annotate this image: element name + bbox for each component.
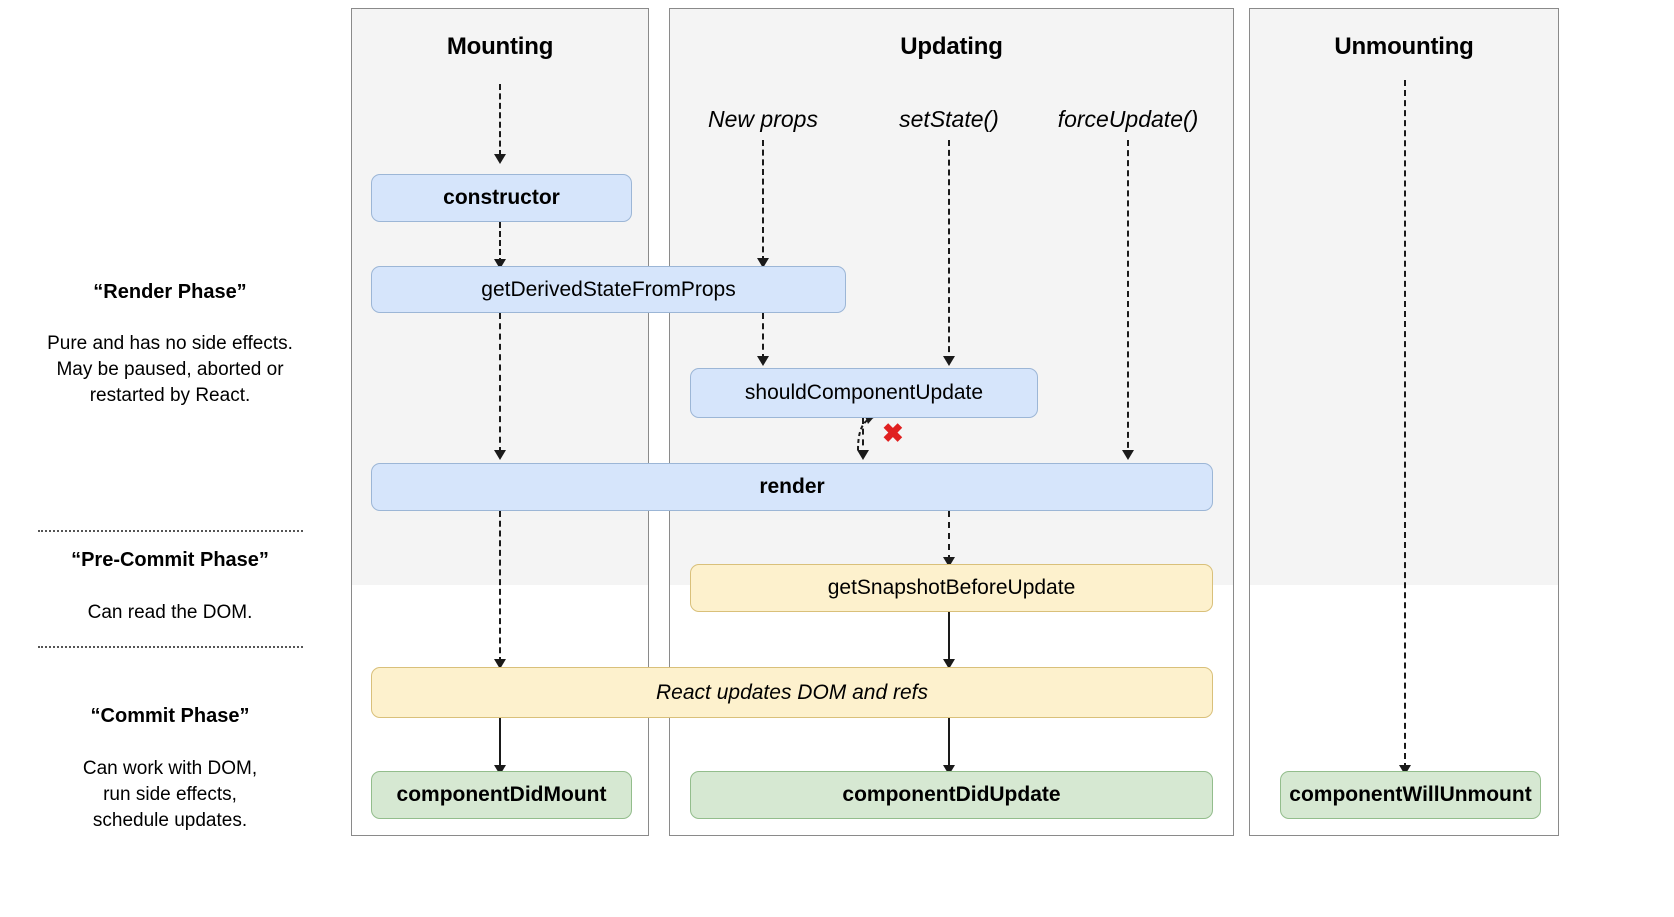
connector-dom-to-did-mount (499, 718, 501, 769)
lifecycle-box-get-derived-state-from-props[interactable]: getDerivedStateFromProps (371, 266, 846, 313)
arrowhead-new-props (757, 258, 769, 268)
phase-title-pre-commit: “Pre-Commit Phase” (71, 549, 269, 571)
phase-divider-top (38, 530, 303, 532)
arrowhead-constructor-to-gdsfp (494, 259, 506, 269)
lifecycle-box-react-updates-dom-and-refs[interactable]: React updates DOM and refs (371, 667, 1213, 718)
lifecycle-box-get-snapshot-before-update[interactable]: getSnapshotBeforeUpdate (690, 564, 1213, 612)
connector-set-state (948, 140, 950, 362)
lifecycle-box-render[interactable]: render (371, 463, 1213, 511)
trigger-label-force-update: forceUpdate() (1057, 106, 1199, 132)
lifecycle-box-constructor[interactable]: constructor (371, 174, 632, 222)
arrowhead-gdsfp-to-render (494, 450, 506, 460)
connector-new-props (762, 140, 764, 262)
lifecycle-box-component-did-mount[interactable]: componentDidMount (371, 771, 632, 819)
arrowhead-force-update (1122, 450, 1134, 460)
lifecycle-box-component-will-unmount[interactable]: componentWillUnmount (1280, 771, 1541, 819)
column-title-unmounting: Unmounting (1334, 33, 1474, 60)
arrowhead-dom-to-did-update (943, 765, 955, 775)
phase-title-render: “Render Phase” (93, 281, 247, 303)
arrowhead-gsbu-to-dom (943, 659, 955, 669)
arrowhead-dom-to-did-mount (494, 765, 506, 775)
arrowhead-scu-to-render (857, 450, 869, 460)
connector-render-to-dom-mounting (499, 511, 501, 663)
connector-gdsfp-to-render (499, 313, 501, 453)
connector-gsbu-to-dom (948, 612, 950, 663)
connector-mount-start (499, 84, 501, 156)
phase-divider-bottom (38, 646, 303, 648)
trigger-label-new-props: New props (708, 106, 818, 132)
connector-force-update (1127, 140, 1129, 458)
lifecycle-box-should-component-update[interactable]: shouldComponentUpdate (690, 368, 1038, 418)
phase-body-commit: Can work with DOM, run side effects, sch… (82, 758, 258, 831)
arrowhead-render-to-dom-mounting (494, 659, 506, 669)
connector-render-to-gsbu (948, 511, 950, 561)
trigger-label-set-state: setState() (899, 106, 999, 132)
column-title-mounting: Mounting (446, 33, 554, 60)
column-title-updating: Updating (900, 33, 1003, 60)
arrowhead-mount-start (494, 154, 506, 164)
connector-gdsfp-to-scu (762, 313, 764, 360)
arrowhead-render-to-gsbu (943, 557, 955, 567)
phase-body-pre-commit: Can read the DOM. (87, 602, 253, 623)
arrowhead-unmount (1399, 765, 1411, 775)
connector-dom-to-did-update (948, 718, 950, 769)
lifecycle-box-component-did-update[interactable]: componentDidUpdate (690, 771, 1213, 819)
arrowhead-set-state (943, 356, 955, 366)
skip-render-x-icon: ✖ (882, 418, 904, 448)
phase-body-render: Pure and has no side effects. May be pau… (47, 333, 293, 406)
phase-title-commit: “Commit Phase” (90, 705, 250, 727)
arrowhead-gdsfp-to-scu (757, 356, 769, 366)
connector-constructor-to-gdsfp (499, 222, 501, 264)
connector-unmount-start (1404, 80, 1406, 769)
